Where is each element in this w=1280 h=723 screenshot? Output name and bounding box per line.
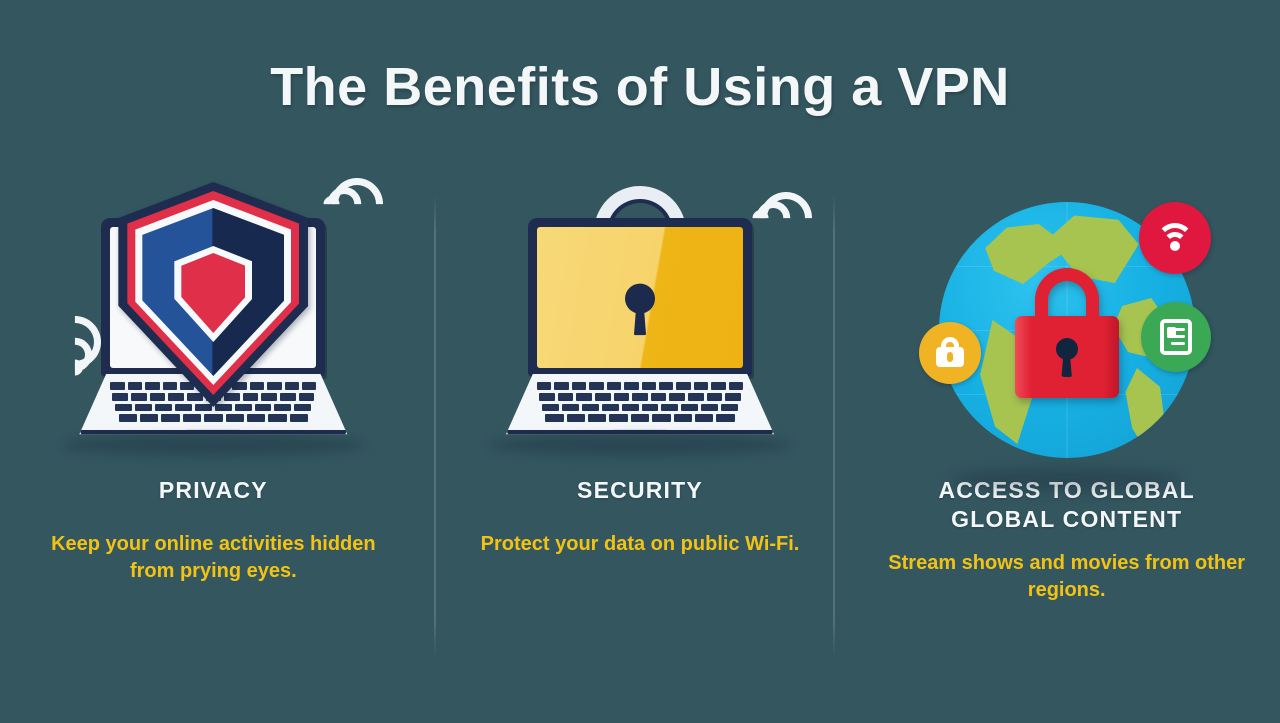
padlock-icon: [1014, 268, 1119, 398]
laptop-shadow: [490, 434, 790, 456]
benefit-column-security: SECURITY Protect your data on public Wi-…: [427, 170, 854, 680]
global-content-caption: ACCESS TO GLOBAL GLOBAL CONTENT Stream s…: [853, 476, 1280, 604]
keyhole-icon: [1055, 338, 1078, 360]
keyboard-keys: [536, 382, 744, 422]
benefit-subtext: Stream shows and movies from other regio…: [888, 551, 1246, 601]
benefits-columns: PRIVACY Keep your online activities hidd…: [0, 167, 1280, 680]
column-divider-2: [833, 194, 835, 657]
laptop-icon: [490, 218, 790, 456]
benefit-heading-line-2: GLOBAL CONTENT: [951, 505, 1183, 532]
benefit-heading: PRIVACY: [158, 477, 268, 503]
page-title: The Benefits of Using a VPN: [270, 57, 1010, 117]
benefit-column-global-content: ACCESS TO GLOBAL GLOBAL CONTENT Stream s…: [853, 170, 1280, 680]
benefit-subtext: Keep your online activities hidden from …: [51, 532, 376, 582]
document-badge-icon: [1140, 302, 1211, 372]
globe-shadow: [951, 468, 1182, 492]
benefit-heading-line-1: ACCESS TO GLOBAL: [938, 477, 1195, 503]
laptop-trackpad: [613, 429, 667, 432]
wifi-badge-icon: [1138, 202, 1211, 274]
laptop-trackpad: [186, 429, 241, 432]
keyboard-keys: [110, 382, 317, 422]
padlock-icon: [537, 227, 743, 368]
laptop-base: [79, 374, 348, 435]
globe-icon: [917, 194, 1217, 494]
padlock-body: [1014, 316, 1119, 398]
column-divider-1: [434, 194, 436, 657]
keyhole-icon: [625, 283, 655, 314]
privacy-caption: PRIVACY Keep your online activities hidd…: [0, 476, 427, 585]
benefit-subtext: Protect your data on public Wi-Fi.: [480, 532, 800, 555]
privacy-illustration: [38, 167, 395, 470]
security-illustration: [470, 170, 823, 470]
shield-icon: [118, 182, 309, 407]
laptop-lid: [528, 218, 752, 376]
benefit-heading: ACCESS TO GLOBAL GLOBAL CONTENT: [853, 476, 1280, 534]
laptop-base: [506, 374, 774, 435]
security-caption: SECURITY Protect your data on public Wi-…: [427, 476, 854, 558]
laptop-shadow: [63, 434, 364, 456]
benefit-column-privacy: PRIVACY Keep your online activities hidd…: [0, 167, 427, 680]
global-content-illustration: [897, 170, 1237, 492]
benefit-heading: SECURITY: [577, 477, 703, 503]
lock-badge-icon: [918, 322, 981, 384]
landmass: [1125, 368, 1165, 454]
